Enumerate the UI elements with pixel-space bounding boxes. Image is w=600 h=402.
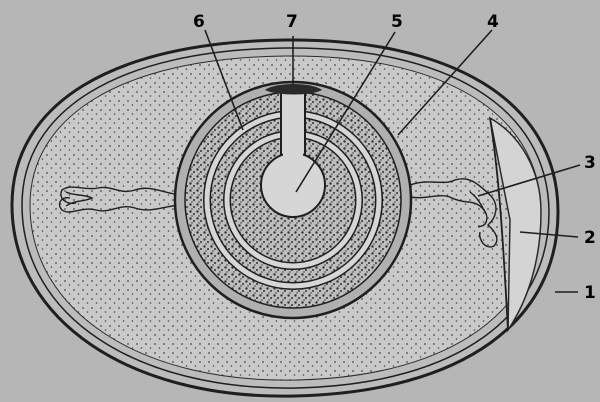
label-6: 6 <box>193 12 205 32</box>
label-4: 4 <box>487 12 499 32</box>
label-3: 3 <box>584 153 596 173</box>
label-5: 5 <box>391 12 403 32</box>
label-1: 1 <box>584 283 596 303</box>
yolk <box>175 82 411 318</box>
label-7: 7 <box>286 12 298 32</box>
label-2: 2 <box>584 228 596 248</box>
